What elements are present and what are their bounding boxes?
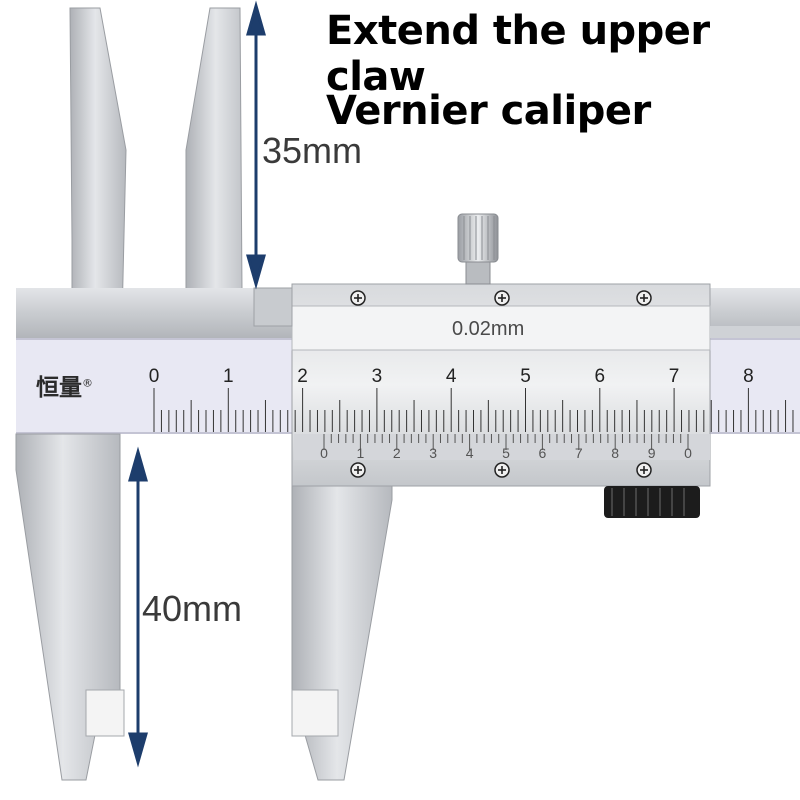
main-scale-label: 4 [446,366,457,387]
title-line-1: Extend the upper claw [326,8,710,100]
main-scale-label: 3 [372,366,383,387]
main-scale-label: 5 [520,366,531,387]
registered-mark: ® [82,376,93,390]
vernier-scale-label: 9 [648,445,656,461]
thumb-wheel [604,486,700,518]
vernier-scale-label: 6 [539,445,547,461]
brand-name: 恒量 [36,375,82,401]
main-scale-label: 2 [297,366,308,387]
vernier-scale-ticks [323,434,689,450]
vernier-scale-label: 5 [502,445,510,461]
title-line-2: Vernier caliper [326,88,651,134]
upper-jaw-depth-label: 35mm [262,130,363,171]
main-scale-label: 7 [669,366,680,387]
vernier-scale-label: 8 [611,445,619,461]
brand-logo: 恒量® [36,368,93,402]
vernier-scale-label: 7 [575,445,583,461]
vernier-scale-window [294,434,710,460]
vernier-scale-label: 4 [466,445,474,461]
vernier-scale-label: 1 [357,445,365,461]
main-scale-label: 0 [149,366,160,387]
slide-screws [350,290,652,478]
main-scale-ticks [153,388,794,432]
vernier-scale-label: 3 [429,445,437,461]
main-scale-labels: 0 1 2 3 4 5 6 7 8 [149,366,754,387]
lower-dimension-arrow [128,446,148,768]
fixed-upper-claw [69,7,127,321]
vernier-scale-label: 2 [393,445,401,461]
main-scale-label: 1 [223,366,234,387]
lower-jaw-depth-label: 40mm [142,588,243,629]
main-scale-label: 6 [595,366,606,387]
vernier-scale-label: 0 [320,445,328,461]
vernier-scale-label: 0 [684,445,692,461]
upper-dimension-arrow [246,0,266,290]
main-scale-label: 8 [743,366,754,387]
moving-upper-claw [185,7,253,321]
vernier-scale-labels: 0 1 2 3 4 5 6 7 8 9 0 [320,445,692,461]
resolution-label: 0.02mm [452,318,525,340]
